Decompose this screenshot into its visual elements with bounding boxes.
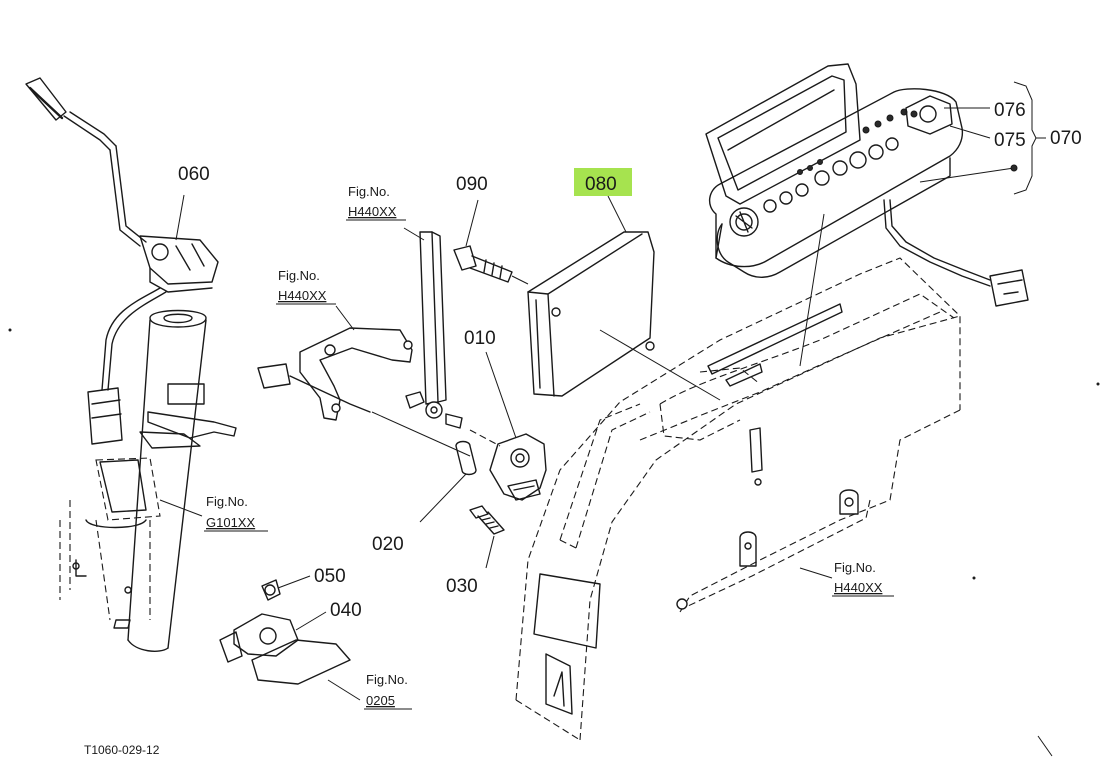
ref-leaders <box>159 227 425 517</box>
steering-column-assembly <box>25 77 237 652</box>
figure-caption: T1060-029-12 <box>84 743 160 757</box>
part-label-010[interactable]: 010 <box>464 328 496 349</box>
small-parts-040-050 <box>219 575 361 701</box>
fig-ref-3[interactable]: Fig.No. G101XX <box>204 494 268 532</box>
fig-ref-4[interactable]: Fig.No. H440XX <box>832 560 894 597</box>
part-label-075[interactable]: 075 <box>994 130 1026 151</box>
fig-ref-code: H440XX <box>278 288 327 303</box>
part-label-040[interactable]: 040 <box>330 600 362 621</box>
part-label-020[interactable]: 020 <box>372 534 404 555</box>
fig-ref-code: G101XX <box>206 515 255 530</box>
part-label-090[interactable]: 090 <box>456 174 488 195</box>
controller-unit <box>527 195 655 397</box>
part-label-080[interactable]: 080 <box>585 174 617 195</box>
part-label-060[interactable]: 060 <box>178 164 210 185</box>
fig-ref-title: Fig.No. <box>348 184 390 199</box>
control-panel-assembly <box>705 63 1046 307</box>
part-label-070[interactable]: 070 <box>1050 128 1082 149</box>
fig-ref-code: 0205 <box>366 693 395 708</box>
part-highlight-080 <box>574 168 632 196</box>
console-housing <box>515 213 961 741</box>
fig-ref-5[interactable]: Fig.No. 0205 <box>364 672 412 710</box>
fig-ref-title: Fig.No. <box>278 268 320 283</box>
sensor-assembly <box>469 351 547 569</box>
fig-ref-code: H440XX <box>834 580 883 595</box>
fig-ref-code: H440XX <box>348 204 397 219</box>
part-label-076[interactable]: 076 <box>994 100 1026 121</box>
fig-ref-title: Fig.No. <box>366 672 408 687</box>
fig-ref-2[interactable]: Fig.No. H440XX <box>276 268 336 305</box>
fig-ref-title: Fig.No. <box>206 494 248 509</box>
fig-ref-1[interactable]: Fig.No. H440XX <box>346 184 406 221</box>
part-label-050[interactable]: 050 <box>314 566 346 587</box>
bracket-assembly <box>257 199 529 523</box>
fig-ref-title: Fig.No. <box>834 560 876 575</box>
part-label-030[interactable]: 030 <box>446 576 478 597</box>
